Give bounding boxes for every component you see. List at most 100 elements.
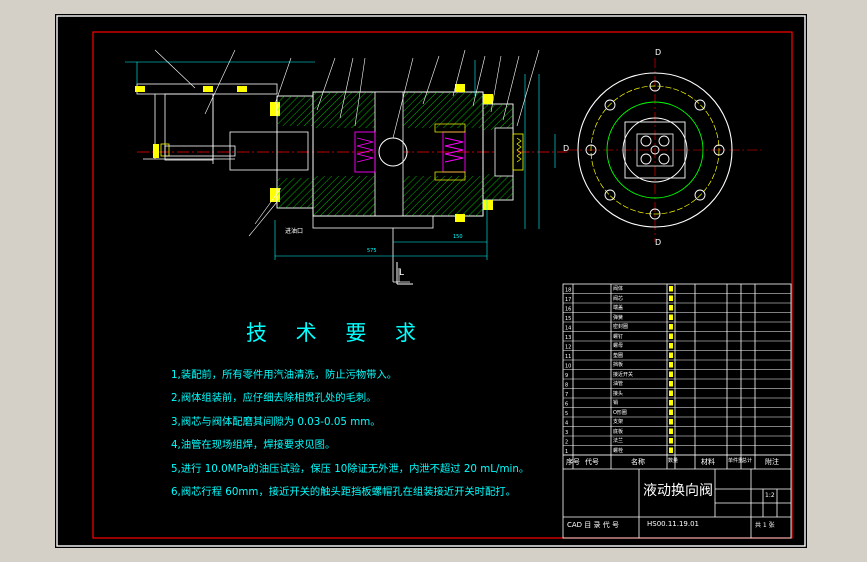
bolt-hole-right — [713, 144, 725, 156]
part-number: 7 — [565, 392, 568, 398]
part-number: 15 — [565, 316, 571, 322]
bolt-hole-br — [694, 189, 706, 201]
part-name: 密封圈 — [613, 324, 629, 330]
part-number: 3 — [565, 430, 568, 436]
bolt-hole-left — [585, 144, 597, 156]
port-hole-4 — [658, 153, 670, 165]
part-qty-mark — [669, 409, 673, 415]
spring-right — [444, 137, 464, 163]
part-name: 螺钉 — [613, 333, 624, 340]
port-hole-2 — [658, 135, 670, 147]
part-qty-mark — [669, 352, 673, 358]
header-material: 材料 — [701, 458, 715, 466]
header-remark: 附注 — [765, 458, 779, 466]
part-qty-mark — [669, 286, 673, 292]
part-qty-mark — [669, 362, 673, 368]
part-name: 阀芯 — [613, 295, 624, 302]
part-number: 18 — [565, 288, 571, 294]
port-hole-1 — [640, 135, 652, 147]
bolt-hole-bl — [604, 189, 616, 201]
part-qty-mark — [669, 333, 673, 339]
part-name: 挡板 — [613, 362, 624, 368]
note-5: 5,进行 10.0MPa的油压试验，保压 10除证无外泄，内泄不超过 20 mL… — [171, 462, 530, 475]
part-number: 4 — [565, 421, 568, 427]
part-name: 油管 — [613, 381, 624, 387]
part-number: 5 — [565, 411, 568, 417]
hatch-left-cap-top — [277, 96, 313, 126]
part-qty-mark — [669, 371, 673, 377]
end-view — [567, 58, 761, 242]
part-qty-mark — [669, 438, 673, 444]
part-number: 11 — [565, 354, 571, 360]
part-qty-mark — [669, 419, 673, 425]
part-name: 销 — [613, 400, 619, 406]
part-number: 12 — [565, 345, 571, 351]
part-qty-mark — [669, 400, 673, 406]
part-number: 8 — [565, 383, 568, 389]
section-label-L: L — [399, 268, 405, 278]
base-block — [312, 215, 434, 229]
outer-border — [56, 15, 806, 547]
part-number: 1 — [565, 449, 568, 455]
part-name: 阀体 — [613, 286, 624, 292]
part-name: 弹簧 — [613, 314, 624, 321]
part-number: 16 — [565, 307, 571, 313]
part-qty-mark — [669, 314, 673, 320]
header-name: 名称 — [631, 458, 645, 466]
bracket-plate — [164, 93, 214, 161]
part-number: 10 — [565, 364, 571, 370]
drawing-title: 液动换向阀 — [643, 483, 713, 499]
part-number: 14 — [565, 326, 571, 332]
header-unit-weight: 单件重 — [728, 458, 744, 464]
cad-drawing: 18 17 16 15 14 13 12 11 10 9 8 7 6 5 4 3 2 1 — [56, 15, 806, 547]
header-seq: 序号 — [566, 458, 580, 466]
part-name: 底板 — [613, 428, 624, 435]
notes-title: 技 术 要 求 — [246, 321, 428, 345]
cylinder — [229, 131, 309, 171]
part-name: 螺栓 — [613, 447, 624, 454]
part-number: 17 — [565, 297, 571, 303]
part-name: 螺母 — [613, 343, 624, 349]
view-label-top: D — [655, 48, 662, 57]
drawing-number: HS00.11.19.01 — [647, 520, 700, 528]
note-2: 2,阀体组装前，应仔细去除相贯孔处的毛刺。 — [171, 392, 377, 405]
header-code: 代号 — [585, 458, 599, 466]
flange-outer — [577, 72, 733, 228]
part-number: 2 — [565, 440, 568, 446]
part-number: 9 — [565, 373, 568, 379]
header-qty: 数量 — [668, 458, 679, 464]
port-hole-3 — [640, 153, 652, 165]
hub-circle — [622, 117, 688, 183]
part-qty-mark — [669, 295, 673, 301]
inner-frame — [92, 31, 793, 539]
part-name: 端盖 — [613, 305, 624, 311]
dim-text-total: 575 — [367, 248, 377, 254]
part-number: 13 — [565, 335, 571, 341]
bolt-hole-tr — [694, 99, 706, 111]
part-name: 垫圈 — [613, 352, 624, 359]
note-6: 6,阀芯行程 60mm，接近开关的触头距挡板螺帽孔在组装接近开关时配打。 — [171, 486, 516, 499]
part-name: O形圈 — [613, 409, 627, 416]
part-name: 接头 — [613, 390, 624, 397]
piston-rod — [164, 145, 236, 157]
part-name: 法兰 — [613, 438, 624, 444]
technical-requirements: 技 术 要 求 1,装配前，所有零件用汽油清洗，防止污物带入。 2,阀体组装前，… — [171, 321, 529, 504]
note-1: 1,装配前，所有零件用汽油清洗，防止污物带入。 — [171, 369, 398, 381]
sheet-count: 共 1 张 — [755, 522, 775, 529]
part-qty-mark — [669, 343, 673, 349]
flange-inner — [606, 101, 704, 199]
part-qty-mark — [669, 324, 673, 330]
view-label-bottom: D — [655, 238, 662, 247]
note-4: 4,油管在现场组焊，焊接要求见图。 — [171, 439, 336, 452]
section-view — [125, 49, 567, 285]
bolt-hole-bottom — [649, 208, 661, 220]
header-total: 总计 — [742, 458, 753, 464]
part-name: 支架 — [613, 419, 624, 425]
part-number: 6 — [565, 402, 568, 408]
part-qty-mark — [669, 305, 673, 311]
part-name: 接近开关 — [613, 371, 634, 378]
title-block-grid — [562, 283, 792, 539]
note-3: 3,阀芯与阀体配磨其间隙为 0.03-0.05 mm。 — [171, 415, 381, 428]
part-qty-mark — [669, 381, 673, 387]
